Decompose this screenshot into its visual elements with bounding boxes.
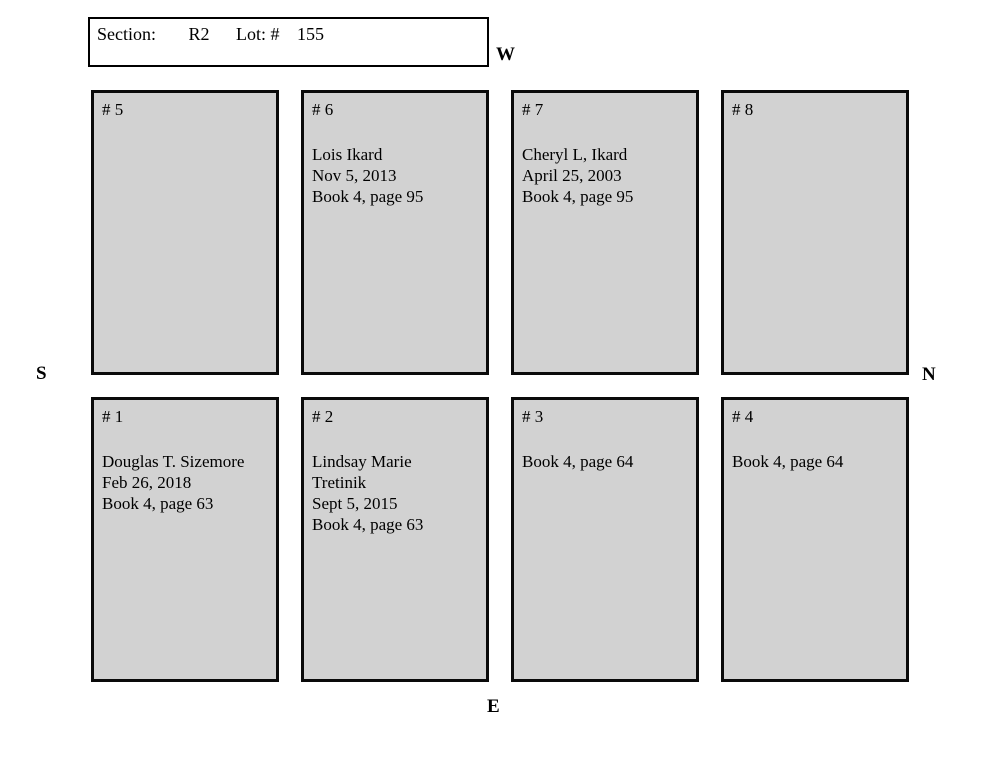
lot-label: Lot: # <box>236 24 280 44</box>
section-lot-header: Section: R2 Lot: # 155 <box>88 17 489 67</box>
section-value: R2 <box>188 24 210 44</box>
plot-detail-line: Lois Ikard <box>312 145 383 164</box>
compass-east-label: E <box>487 696 500 717</box>
plot-detail-line: April 25, 2003 <box>522 166 622 185</box>
plot-box-3: # 3 Book 4, page 64 <box>511 397 699 682</box>
plot-detail-line: Douglas T. Sizemore <box>102 452 245 471</box>
plot-detail-line: Book 4, page 64 <box>732 452 844 471</box>
compass-north-label: N <box>922 364 936 385</box>
plot-detail-line: Book 4, page 95 <box>312 187 424 206</box>
plot-number: # 1 <box>102 407 124 426</box>
plot-detail-line: Nov 5, 2013 <box>312 166 397 185</box>
plot-detail-line: Feb 26, 2018 <box>102 473 192 492</box>
plot-detail-line: Tretinik <box>312 473 367 492</box>
plot-detail-line: Book 4, page 64 <box>522 452 634 471</box>
plot-detail-line: Cheryl L, Ikard <box>522 145 628 164</box>
plot-detail-line: Sept 5, 2015 <box>312 494 398 513</box>
plot-box-4: # 4 Book 4, page 64 <box>721 397 909 682</box>
plot-details: Book 4, page 64 <box>522 451 688 472</box>
plot-detail-line: Lindsay Marie <box>312 452 412 471</box>
plot-box-8: # 8 <box>721 90 909 375</box>
plot-detail-line: Book 4, page 95 <box>522 187 634 206</box>
plot-number: # 7 <box>522 100 544 119</box>
plot-number: # 3 <box>522 407 544 426</box>
compass-south-label: S <box>36 363 47 384</box>
compass-west-label: W <box>496 44 515 65</box>
plot-detail-line: Book 4, page 63 <box>102 494 214 513</box>
plot-number: # 5 <box>102 100 124 119</box>
plot-number: # 4 <box>732 407 754 426</box>
plot-number: # 2 <box>312 407 334 426</box>
plot-box-5: # 5 <box>91 90 279 375</box>
plot-number: # 6 <box>312 100 334 119</box>
plot-number: # 8 <box>732 100 754 119</box>
plot-detail-line: Book 4, page 63 <box>312 515 424 534</box>
plot-details: Book 4, page 64 <box>732 451 898 472</box>
lot-value: 155 <box>297 24 325 44</box>
section-label: Section: <box>97 24 156 44</box>
